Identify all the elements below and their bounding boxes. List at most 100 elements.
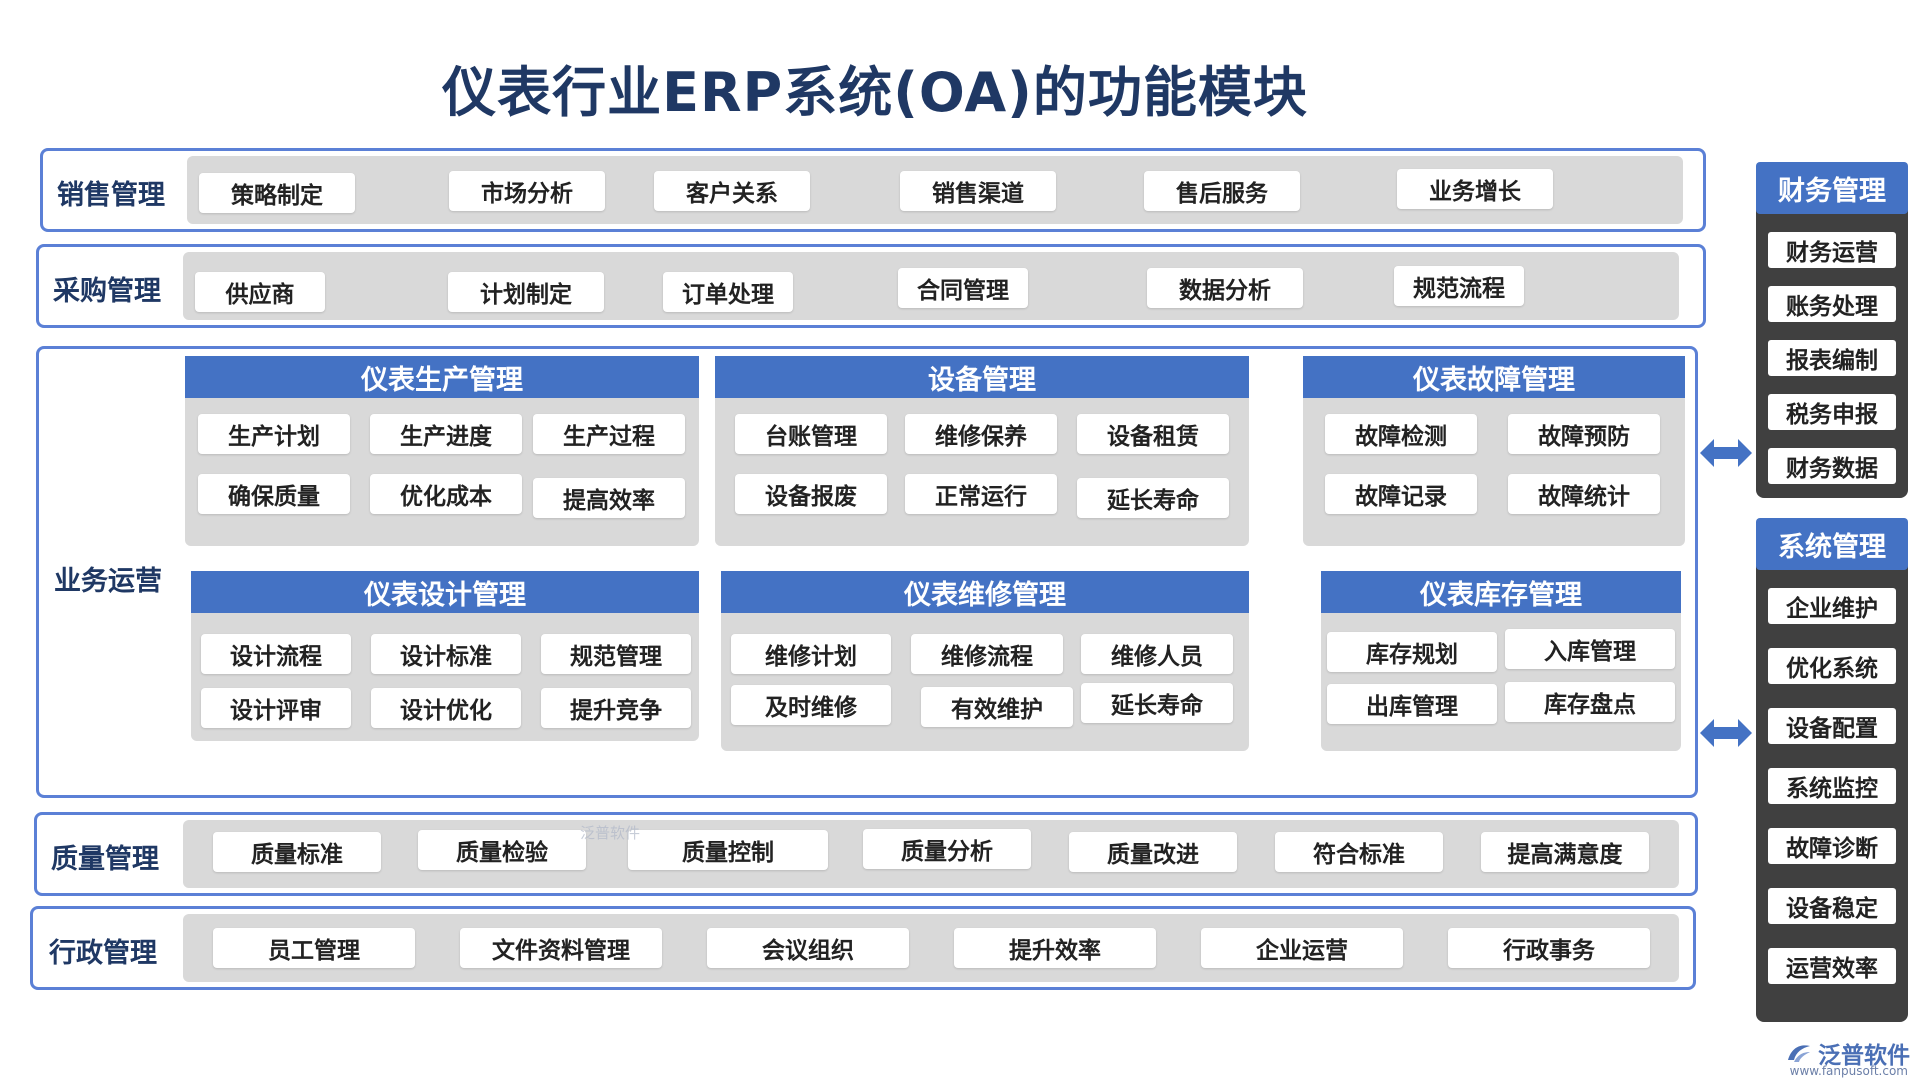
module-item[interactable]: 维修人员 bbox=[1081, 634, 1233, 674]
quality-item[interactable]: 质量控制 bbox=[628, 830, 828, 870]
module-fault: 仪表故障管理 故障检测 故障预防 故障记录 故障统计 bbox=[1303, 356, 1685, 546]
system-panel: 系统管理 企业维护 优化系统 设备配置 系统监控 故障诊断 设备稳定 运营效率 bbox=[1756, 518, 1908, 1022]
module-item[interactable]: 台账管理 bbox=[735, 414, 887, 454]
quality-panel: 质量标准 质量检验 质量控制 质量分析 质量改进 符合标准 提高满意度 bbox=[183, 820, 1679, 888]
sales-label: 销售管理 bbox=[57, 180, 165, 211]
module-item[interactable]: 维修保养 bbox=[905, 414, 1057, 454]
sales-item[interactable]: 业务增长 bbox=[1397, 169, 1553, 209]
quality-label: 质量管理 bbox=[51, 844, 159, 875]
admin-item[interactable]: 企业运营 bbox=[1201, 928, 1403, 968]
module-item[interactable]: 维修流程 bbox=[911, 634, 1063, 674]
watermark: 泛普软件 bbox=[580, 824, 641, 842]
module-item[interactable]: 库存规划 bbox=[1327, 632, 1497, 672]
brand-logo: 泛普软件 bbox=[1786, 1036, 1910, 1070]
quality-item[interactable]: 质量分析 bbox=[863, 829, 1031, 869]
logo-icon bbox=[1788, 1045, 1810, 1062]
module-item[interactable]: 库存盘点 bbox=[1505, 682, 1675, 722]
finance-title: 财务管理 bbox=[1756, 162, 1908, 214]
quality-item[interactable]: 质量标准 bbox=[213, 832, 381, 872]
finance-item[interactable]: 账务处理 bbox=[1768, 286, 1896, 322]
sales-row: 销售管理 策略制定 市场分析 客户关系 销售渠道 售后服务 业务增长 bbox=[40, 148, 1706, 232]
module-item[interactable]: 生产计划 bbox=[198, 414, 350, 454]
sales-item[interactable]: 售后服务 bbox=[1144, 171, 1300, 211]
module-inventory: 仪表库存管理 库存规划 入库管理 出库管理 库存盘点 bbox=[1321, 571, 1681, 751]
purchase-item[interactable]: 数据分析 bbox=[1147, 268, 1303, 308]
double-arrow-icon bbox=[1700, 439, 1752, 467]
module-title: 仪表生产管理 bbox=[185, 356, 699, 398]
module-item[interactable]: 正常运行 bbox=[905, 474, 1057, 514]
module-item[interactable]: 规范管理 bbox=[541, 634, 691, 674]
module-item[interactable]: 设备报废 bbox=[735, 474, 887, 514]
module-item[interactable]: 入库管理 bbox=[1505, 629, 1675, 669]
finance-item[interactable]: 财务运营 bbox=[1768, 232, 1896, 268]
module-title: 仪表设计管理 bbox=[191, 571, 699, 613]
module-item[interactable]: 延长寿命 bbox=[1081, 683, 1233, 723]
business-label: 业务运营 bbox=[54, 566, 162, 597]
admin-item[interactable]: 文件资料管理 bbox=[460, 928, 662, 968]
module-item[interactable]: 延长寿命 bbox=[1077, 478, 1229, 518]
purchase-item[interactable]: 计划制定 bbox=[448, 272, 604, 312]
admin-item[interactable]: 提升效率 bbox=[954, 928, 1156, 968]
purchase-item[interactable]: 供应商 bbox=[195, 272, 325, 312]
module-item[interactable]: 有效维护 bbox=[921, 687, 1073, 727]
module-item[interactable]: 设计标准 bbox=[371, 634, 521, 674]
system-item[interactable]: 运营效率 bbox=[1768, 948, 1896, 984]
module-item[interactable]: 生产进度 bbox=[370, 414, 522, 454]
purchase-panel: 供应商 计划制定 订单处理 合同管理 数据分析 规范流程 bbox=[183, 252, 1679, 320]
system-item[interactable]: 优化系统 bbox=[1768, 648, 1896, 684]
system-item[interactable]: 故障诊断 bbox=[1768, 828, 1896, 864]
module-title: 仪表库存管理 bbox=[1321, 571, 1681, 613]
quality-item[interactable]: 质量改进 bbox=[1069, 832, 1237, 872]
module-title: 设备管理 bbox=[715, 356, 1249, 398]
finance-panel: 财务管理 财务运营 账务处理 报表编制 税务申报 财务数据 bbox=[1756, 162, 1908, 498]
module-item[interactable]: 生产过程 bbox=[533, 414, 685, 454]
page-title: 仪表行业ERP系统(OA)的功能模块 bbox=[442, 61, 1308, 124]
finance-item[interactable]: 税务申报 bbox=[1768, 394, 1896, 430]
module-item[interactable]: 故障预防 bbox=[1508, 414, 1660, 454]
purchase-item[interactable]: 规范流程 bbox=[1394, 266, 1524, 306]
admin-row: 行政管理 员工管理 文件资料管理 会议组织 提升效率 企业运营 行政事务 bbox=[30, 906, 1696, 990]
quality-item[interactable]: 符合标准 bbox=[1275, 832, 1443, 872]
module-item[interactable]: 确保质量 bbox=[198, 474, 350, 514]
sales-panel: 策略制定 市场分析 客户关系 销售渠道 售后服务 业务增长 bbox=[187, 156, 1683, 224]
module-item[interactable]: 及时维修 bbox=[731, 685, 891, 725]
admin-item[interactable]: 行政事务 bbox=[1448, 928, 1650, 968]
system-item[interactable]: 系统监控 bbox=[1768, 768, 1896, 804]
quality-item[interactable]: 质量检验 bbox=[418, 830, 586, 870]
module-item[interactable]: 设备租赁 bbox=[1077, 414, 1229, 454]
module-item[interactable]: 设计优化 bbox=[371, 688, 521, 728]
sales-item[interactable]: 销售渠道 bbox=[900, 171, 1056, 211]
module-item[interactable]: 优化成本 bbox=[370, 474, 522, 514]
module-item[interactable]: 提高效率 bbox=[533, 478, 685, 518]
admin-label: 行政管理 bbox=[49, 938, 157, 969]
module-item[interactable]: 故障记录 bbox=[1325, 474, 1477, 514]
module-item[interactable]: 设计流程 bbox=[201, 634, 351, 674]
finance-item[interactable]: 财务数据 bbox=[1768, 448, 1896, 484]
module-item[interactable]: 故障统计 bbox=[1508, 474, 1660, 514]
purchase-item[interactable]: 合同管理 bbox=[898, 268, 1028, 308]
module-equipment: 设备管理 台账管理 维修保养 设备租赁 设备报废 正常运行 延长寿命 bbox=[715, 356, 1249, 546]
module-design: 仪表设计管理 设计流程 设计标准 规范管理 设计评审 设计优化 提升竞争 bbox=[191, 571, 699, 741]
module-item[interactable]: 维修计划 bbox=[731, 634, 891, 674]
finance-item[interactable]: 报表编制 bbox=[1768, 340, 1896, 376]
sales-item[interactable]: 策略制定 bbox=[199, 173, 355, 213]
sales-item[interactable]: 市场分析 bbox=[449, 171, 605, 211]
purchase-label: 采购管理 bbox=[53, 276, 161, 307]
system-title: 系统管理 bbox=[1756, 518, 1908, 570]
module-repair: 仪表维修管理 维修计划 维修流程 维修人员 及时维修 有效维护 延长寿命 bbox=[721, 571, 1249, 751]
purchase-item[interactable]: 订单处理 bbox=[663, 272, 793, 312]
double-arrow-icon bbox=[1700, 719, 1752, 747]
module-title: 仪表故障管理 bbox=[1303, 356, 1685, 398]
module-production: 仪表生产管理 生产计划 生产进度 生产过程 确保质量 优化成本 提高效率 bbox=[185, 356, 699, 546]
admin-item[interactable]: 会议组织 bbox=[707, 928, 909, 968]
module-item[interactable]: 设计评审 bbox=[201, 688, 351, 728]
module-item[interactable]: 出库管理 bbox=[1327, 684, 1497, 724]
system-item[interactable]: 设备配置 bbox=[1768, 708, 1896, 744]
module-item[interactable]: 提升竞争 bbox=[541, 688, 691, 728]
system-item[interactable]: 企业维护 bbox=[1768, 588, 1896, 624]
system-item[interactable]: 设备稳定 bbox=[1768, 888, 1896, 924]
admin-item[interactable]: 员工管理 bbox=[213, 928, 415, 968]
quality-item[interactable]: 提高满意度 bbox=[1481, 832, 1649, 872]
module-item[interactable]: 故障检测 bbox=[1325, 414, 1477, 454]
sales-item[interactable]: 客户关系 bbox=[654, 171, 810, 211]
